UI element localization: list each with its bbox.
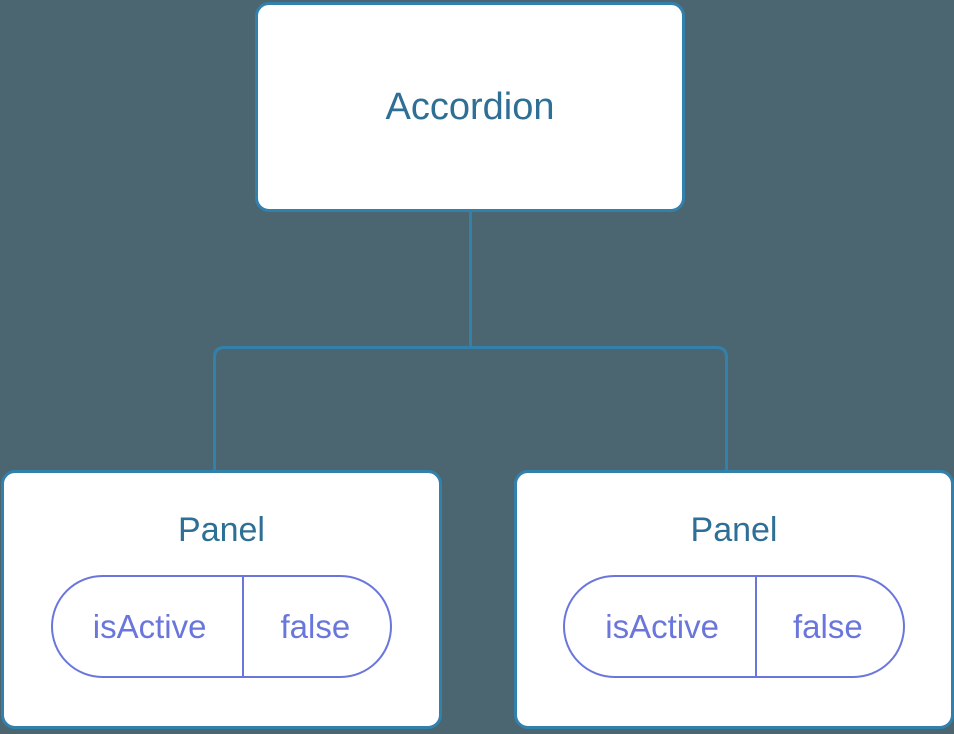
- state-pill-right[interactable]: isActive false: [563, 575, 905, 678]
- node-panel-right-title: Panel: [690, 511, 778, 549]
- state-pill-left-key: isActive: [53, 577, 245, 676]
- node-panel-left-title: Panel: [178, 511, 265, 549]
- node-panel-left[interactable]: Panel isActive false: [1, 470, 442, 729]
- state-pill-right-value: false: [792, 608, 863, 645]
- node-panel-right[interactable]: Panel isActive false: [514, 470, 954, 729]
- state-pill-left-value: false: [280, 608, 351, 645]
- node-accordion[interactable]: Accordion: [255, 2, 685, 212]
- state-pill-right-key: isActive: [565, 577, 757, 676]
- connector-branch-bus: [213, 346, 728, 472]
- node-accordion-title: Accordion: [385, 86, 555, 128]
- state-pill-left[interactable]: isActive false: [50, 575, 393, 678]
